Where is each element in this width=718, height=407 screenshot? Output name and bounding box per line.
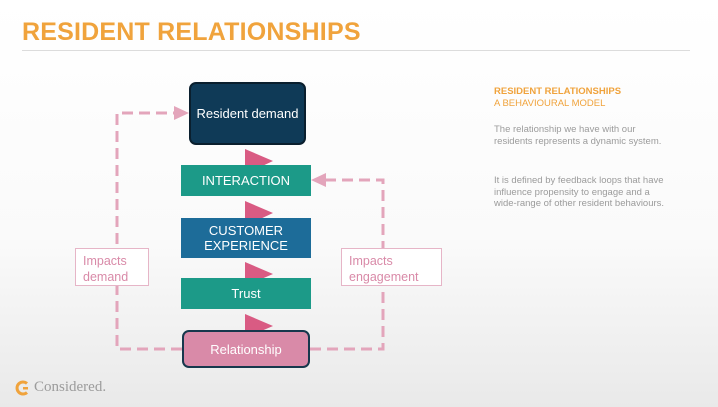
node-customer-experience: CUSTOMER EXPERIENCE bbox=[181, 218, 311, 258]
label-impacts-engagement: Impacts engagement bbox=[341, 248, 442, 286]
node-resident-demand: Resident demand bbox=[189, 82, 306, 145]
slide-title: RESIDENT RELATIONSHIPS bbox=[22, 18, 361, 46]
considered-logo-icon bbox=[15, 380, 28, 395]
logo-text: Considered. bbox=[34, 379, 107, 395]
panel-paragraph-1: The relationship we have with our reside… bbox=[494, 124, 662, 147]
panel-paragraph-2: It is defined by feedback loops that hav… bbox=[494, 175, 665, 209]
title-divider bbox=[22, 50, 690, 51]
panel-heading: RESIDENT RELATIONSHIPS bbox=[494, 86, 622, 97]
node-trust: Trust bbox=[181, 278, 311, 309]
right-feedback-arrowhead bbox=[311, 173, 326, 187]
node-interaction: INTERACTION bbox=[181, 165, 311, 196]
panel-subheading: A BEHAVIOURAL MODEL bbox=[494, 98, 606, 109]
left-feedback-loop-line bbox=[115, 111, 182, 351]
left-feedback-arrowhead bbox=[174, 106, 189, 120]
label-impacts-demand: Impacts demand bbox=[75, 248, 149, 286]
node-relationship: Relationship bbox=[182, 330, 310, 368]
footer-logo: Considered. bbox=[14, 379, 106, 396]
